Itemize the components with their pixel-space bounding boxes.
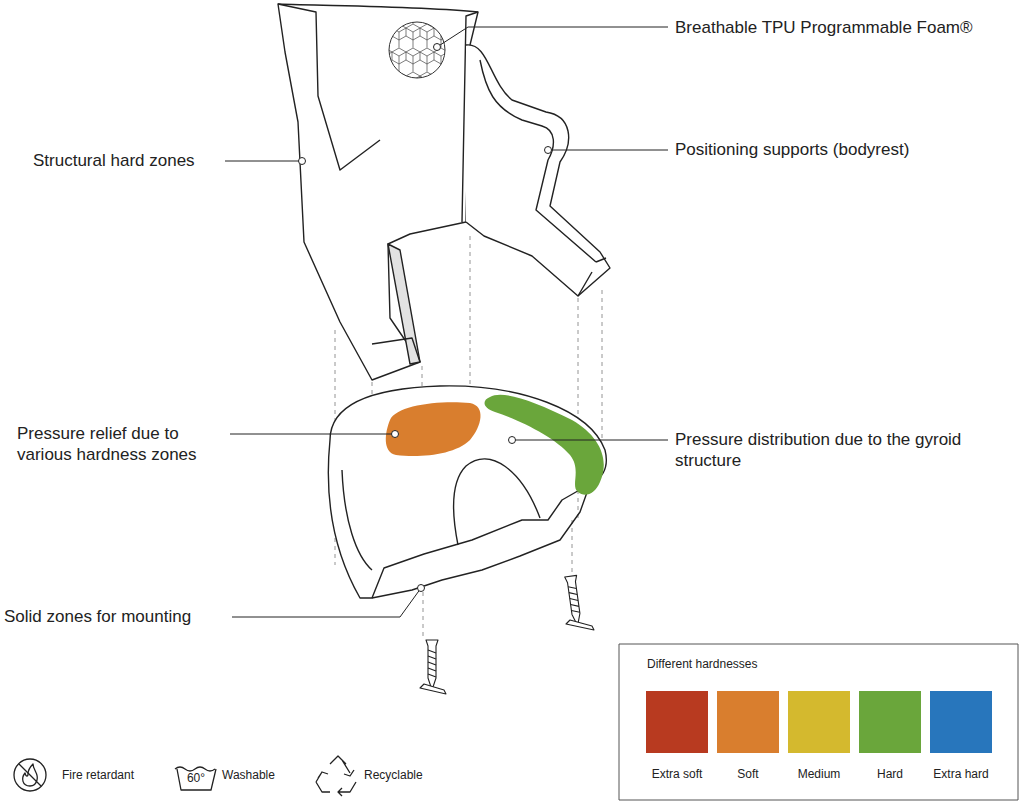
callout-label: Pressure distribution due to the gyroid … xyxy=(675,429,975,472)
callout-label: Breathable TPU Programmable Foam® xyxy=(675,17,1015,38)
icon-text: 60° xyxy=(176,771,216,786)
legend-swatch xyxy=(646,691,708,753)
legend-label: Medium xyxy=(778,767,860,782)
icon-label: Fire retardant xyxy=(62,768,162,783)
icon-label: Washable xyxy=(222,768,312,783)
legend-title: Different hardnesses xyxy=(647,657,947,672)
callout-label: Positioning supports (bodyrest) xyxy=(675,139,1015,160)
legend-label: Hard xyxy=(849,767,931,782)
legend-swatch xyxy=(859,691,921,753)
legend-label: Extra soft xyxy=(636,767,718,782)
icon-label: Recyclable xyxy=(364,768,464,783)
legend-swatch xyxy=(930,691,992,753)
callout-label: Structural hard zones xyxy=(33,150,233,171)
callout-label: Solid zones for mounting xyxy=(4,606,229,627)
callout-label: Pressure relief due to various hardness … xyxy=(17,423,222,466)
legend-swatch xyxy=(788,691,850,753)
legend-label: Soft xyxy=(707,767,789,782)
legend-label: Extra hard xyxy=(920,767,1002,782)
legend-swatch xyxy=(717,691,779,753)
